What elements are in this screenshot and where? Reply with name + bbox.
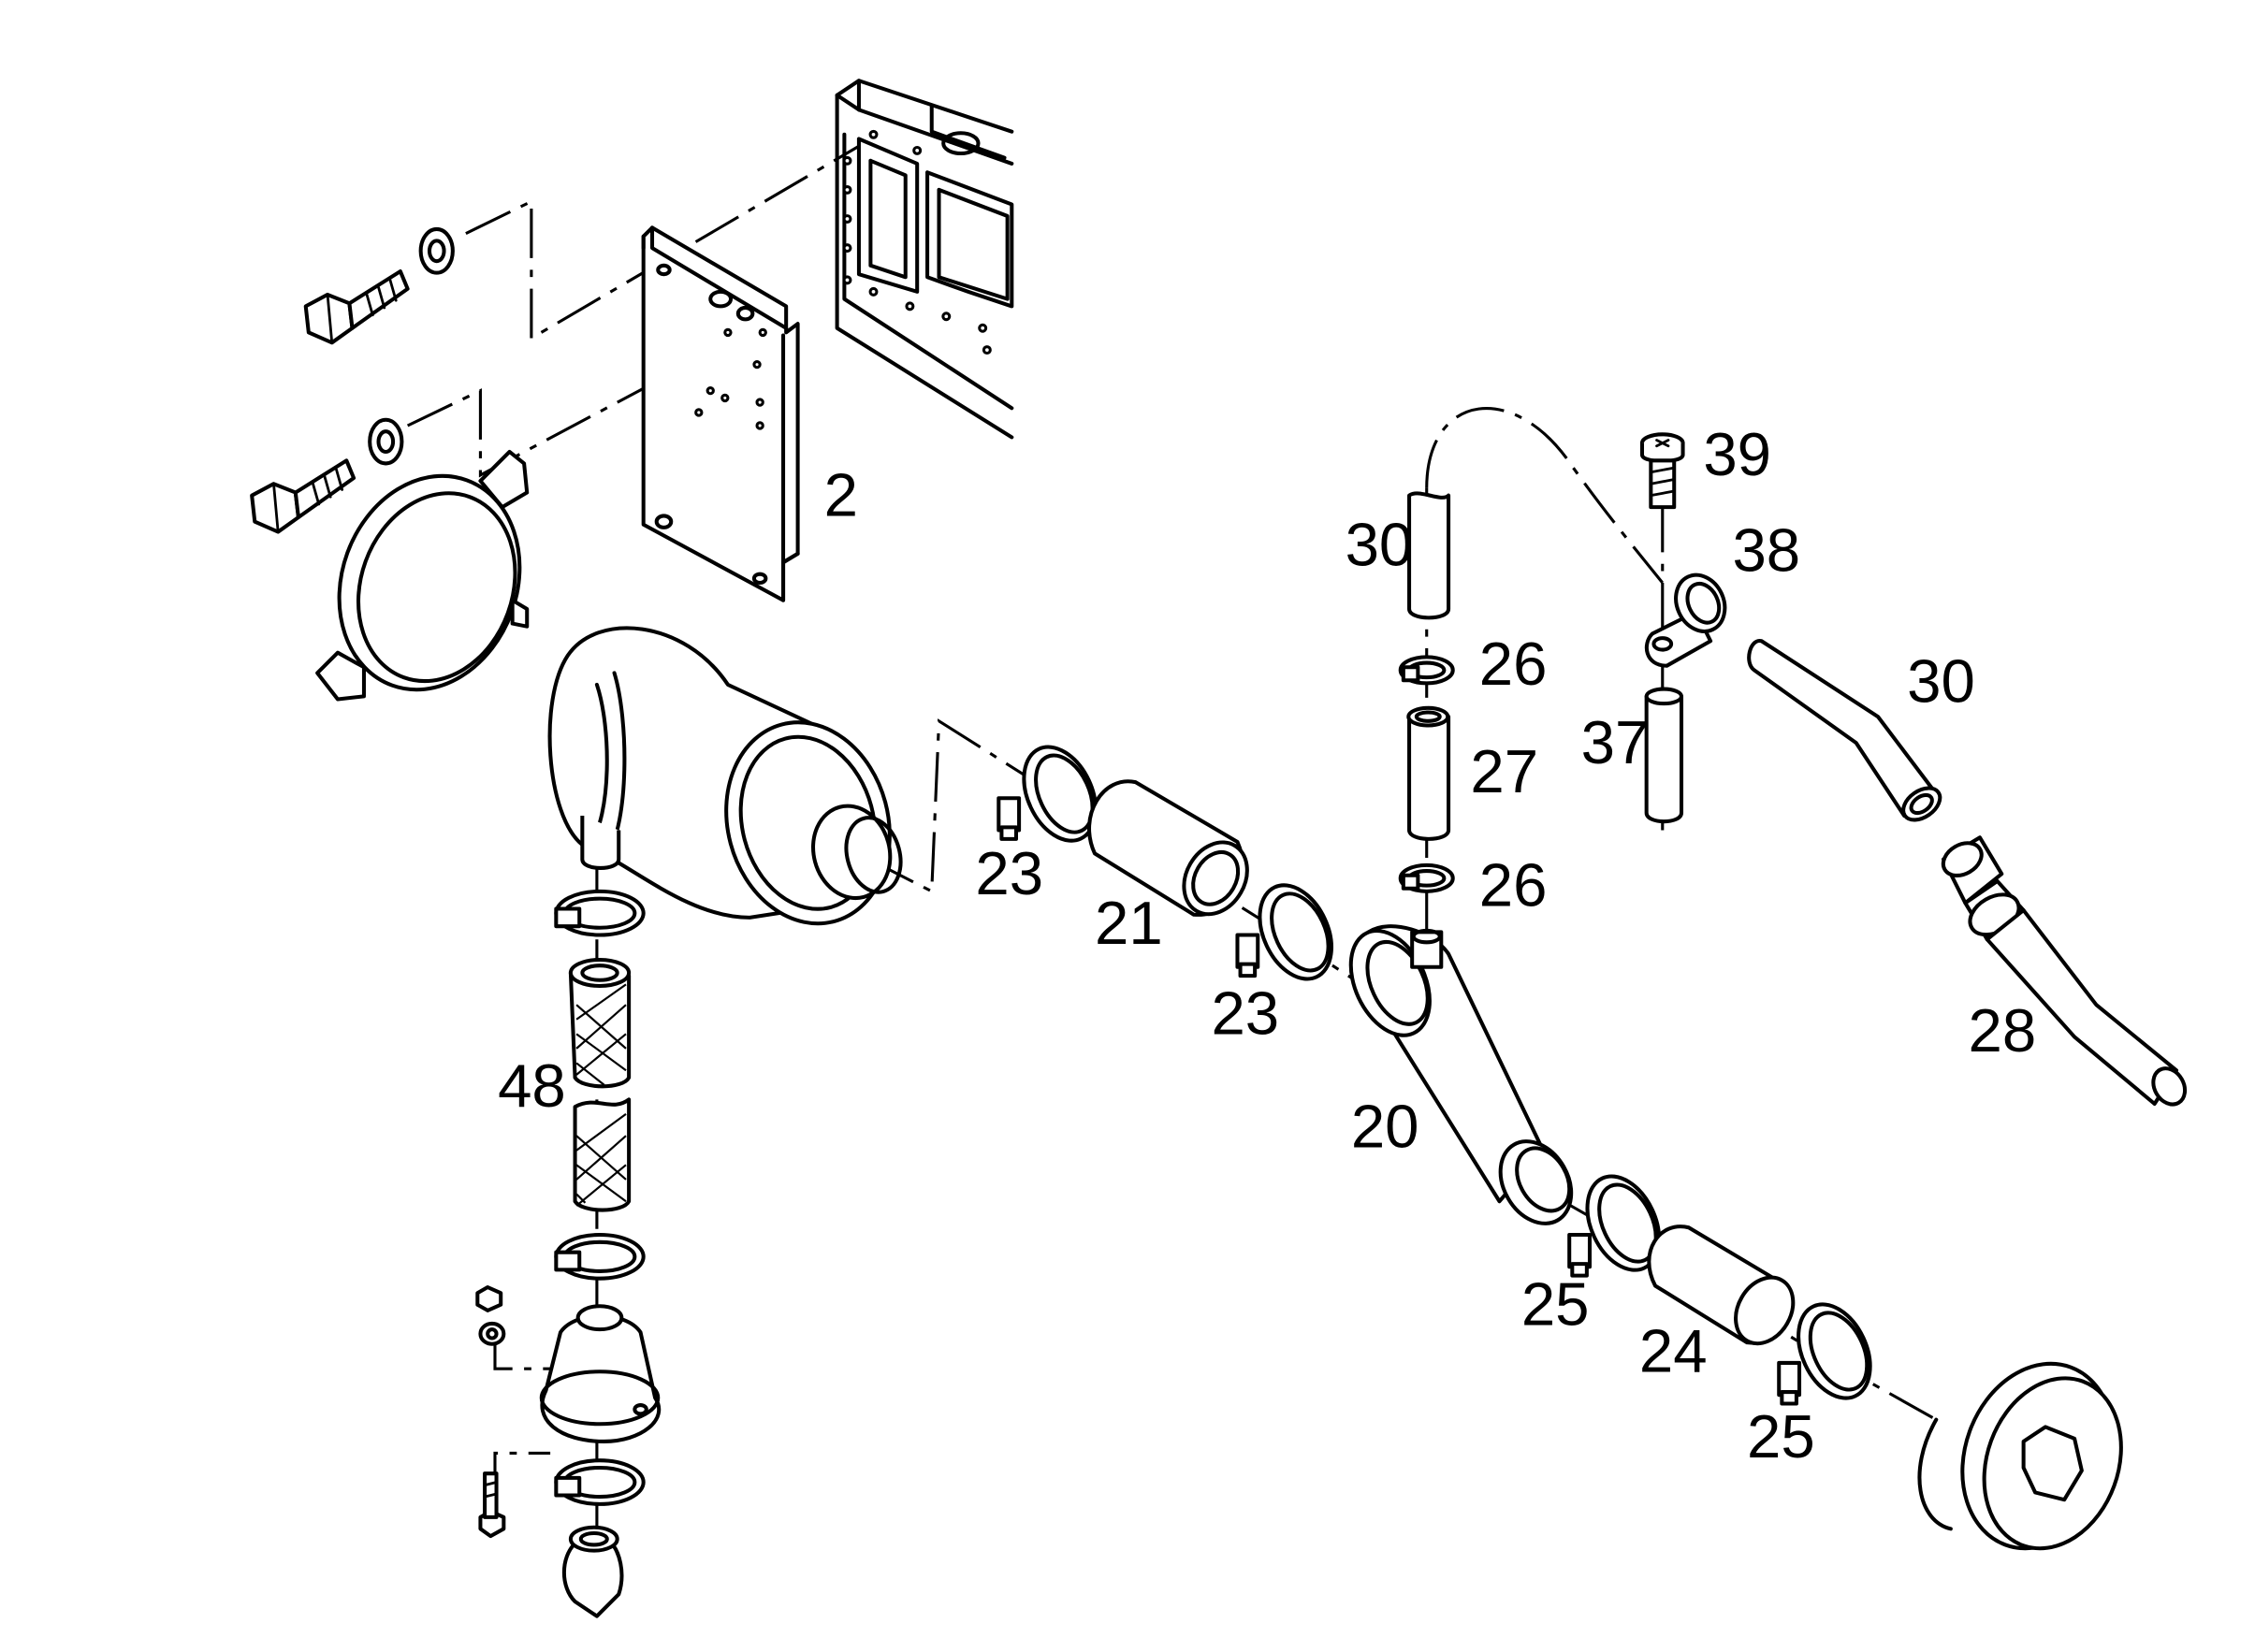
hose-clamp [554, 655, 1872, 1506]
callout-21: 21 [1095, 889, 1163, 957]
callout-38: 38 [1732, 516, 1800, 585]
callout-23-upper: 23 [975, 839, 1043, 907]
callout-27: 27 [1470, 737, 1538, 805]
air-filter-housing [547, 626, 903, 926]
callout-25-lower: 25 [1747, 1402, 1815, 1471]
callout-23-lower: 23 [1211, 978, 1279, 1047]
frame-section [835, 79, 1014, 440]
callout-37: 37 [1581, 708, 1650, 776]
callout-2: 2 [824, 460, 858, 529]
washer-lower [368, 417, 404, 466]
hex-bolt-lower [250, 458, 356, 534]
connector-hose [1941, 835, 2188, 1107]
dust-valve-hose [568, 957, 632, 1212]
callout-20: 20 [1351, 1093, 1419, 1161]
washer-upper [418, 226, 455, 275]
callout-labels: 2 20 21 23 23 24 25 25 26 26 27 28 30 30… [498, 420, 2036, 1471]
pipe-clip [1644, 572, 1727, 668]
pan-head-screw [1639, 432, 1685, 510]
callout-30-right: 30 [1907, 647, 1975, 716]
callout-30-left: 30 [1346, 510, 1414, 578]
callout-26-upper: 26 [1479, 630, 1548, 698]
callout-24: 24 [1639, 1316, 1708, 1384]
hex-bolt-upper [303, 269, 410, 345]
filter-band-clamp [315, 449, 530, 702]
breather-pipe [1406, 491, 1942, 841]
reducer-elbow [1348, 924, 1574, 1225]
callout-25-upper: 25 [1521, 1269, 1590, 1338]
dust-ejector-valve [475, 1285, 662, 1618]
mounting-bracket-plate [641, 225, 800, 602]
intake-hose [1087, 779, 1796, 1346]
pre-cleaner-cap [1917, 1361, 2123, 1551]
callout-26-lower: 26 [1479, 850, 1548, 919]
callout-48: 48 [498, 1051, 566, 1120]
callout-28: 28 [1968, 996, 2036, 1065]
callout-39: 39 [1703, 420, 1771, 488]
